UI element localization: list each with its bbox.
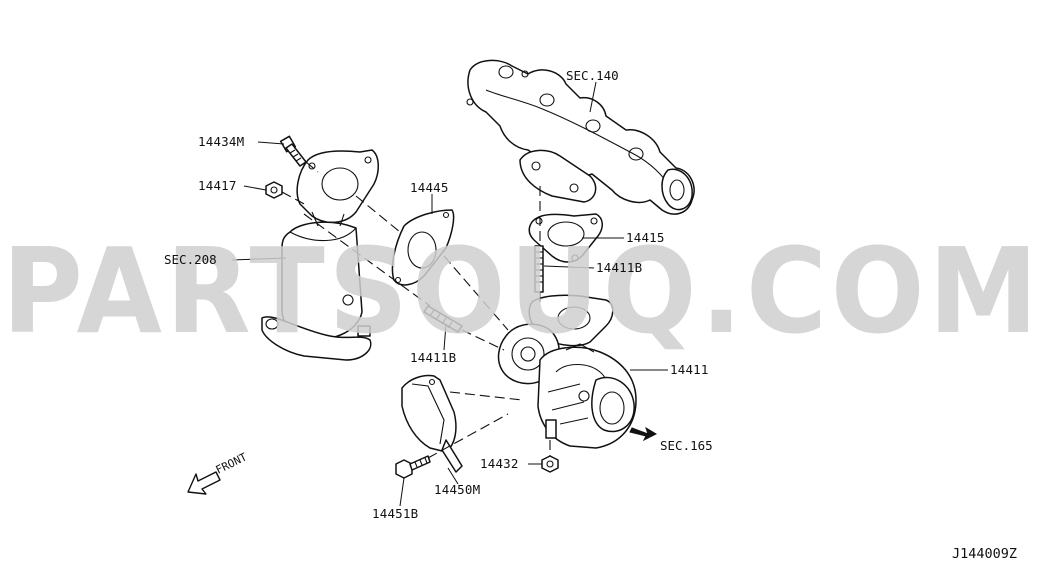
callout-14417: 14417 [198, 178, 237, 193]
callout-14411B-mid: 14411B [410, 350, 456, 365]
nut-14417 [265, 181, 283, 199]
callout-14415: 14415 [626, 230, 665, 245]
stud-14411B-diagonal [423, 305, 463, 333]
nut-14432 [541, 455, 559, 473]
front-indicator: FRONT [187, 450, 250, 495]
assembly-lines [281, 161, 551, 459]
callout-14434M: 14434M [198, 134, 244, 149]
gasket-14415 [528, 213, 603, 263]
callout-14411: 14411 [670, 362, 709, 377]
turbocharger-14411 [497, 294, 637, 449]
callout-14450M: 14450M [434, 482, 480, 497]
sec165-arrow [629, 426, 658, 442]
front-label: FRONT [214, 450, 250, 476]
diagram-code: J144009Z [952, 546, 1017, 562]
exhaust-manifold [466, 59, 695, 215]
heat-insulator-14450M [401, 374, 463, 473]
gasket-14445 [391, 209, 455, 286]
section-sec165: SEC.165 [660, 438, 713, 453]
callout-14451B: 14451B [372, 506, 418, 521]
section-sec140: SEC.140 [566, 68, 619, 83]
watermark: PARTSOUQ.COM [2, 222, 1042, 360]
section-sec208: SEC.208 [164, 252, 217, 267]
callout-14411B-top: 14411B [596, 260, 642, 275]
front-arrow-icon [187, 471, 221, 495]
stud-14411B-vertical [534, 245, 544, 293]
bolt-14434M [279, 135, 307, 167]
callout-14432: 14432 [480, 456, 519, 471]
bolt-14451B [395, 455, 431, 479]
leader-lines [231, 81, 668, 507]
callout-14445: 14445 [410, 180, 449, 195]
catalytic-converter [261, 149, 379, 361]
